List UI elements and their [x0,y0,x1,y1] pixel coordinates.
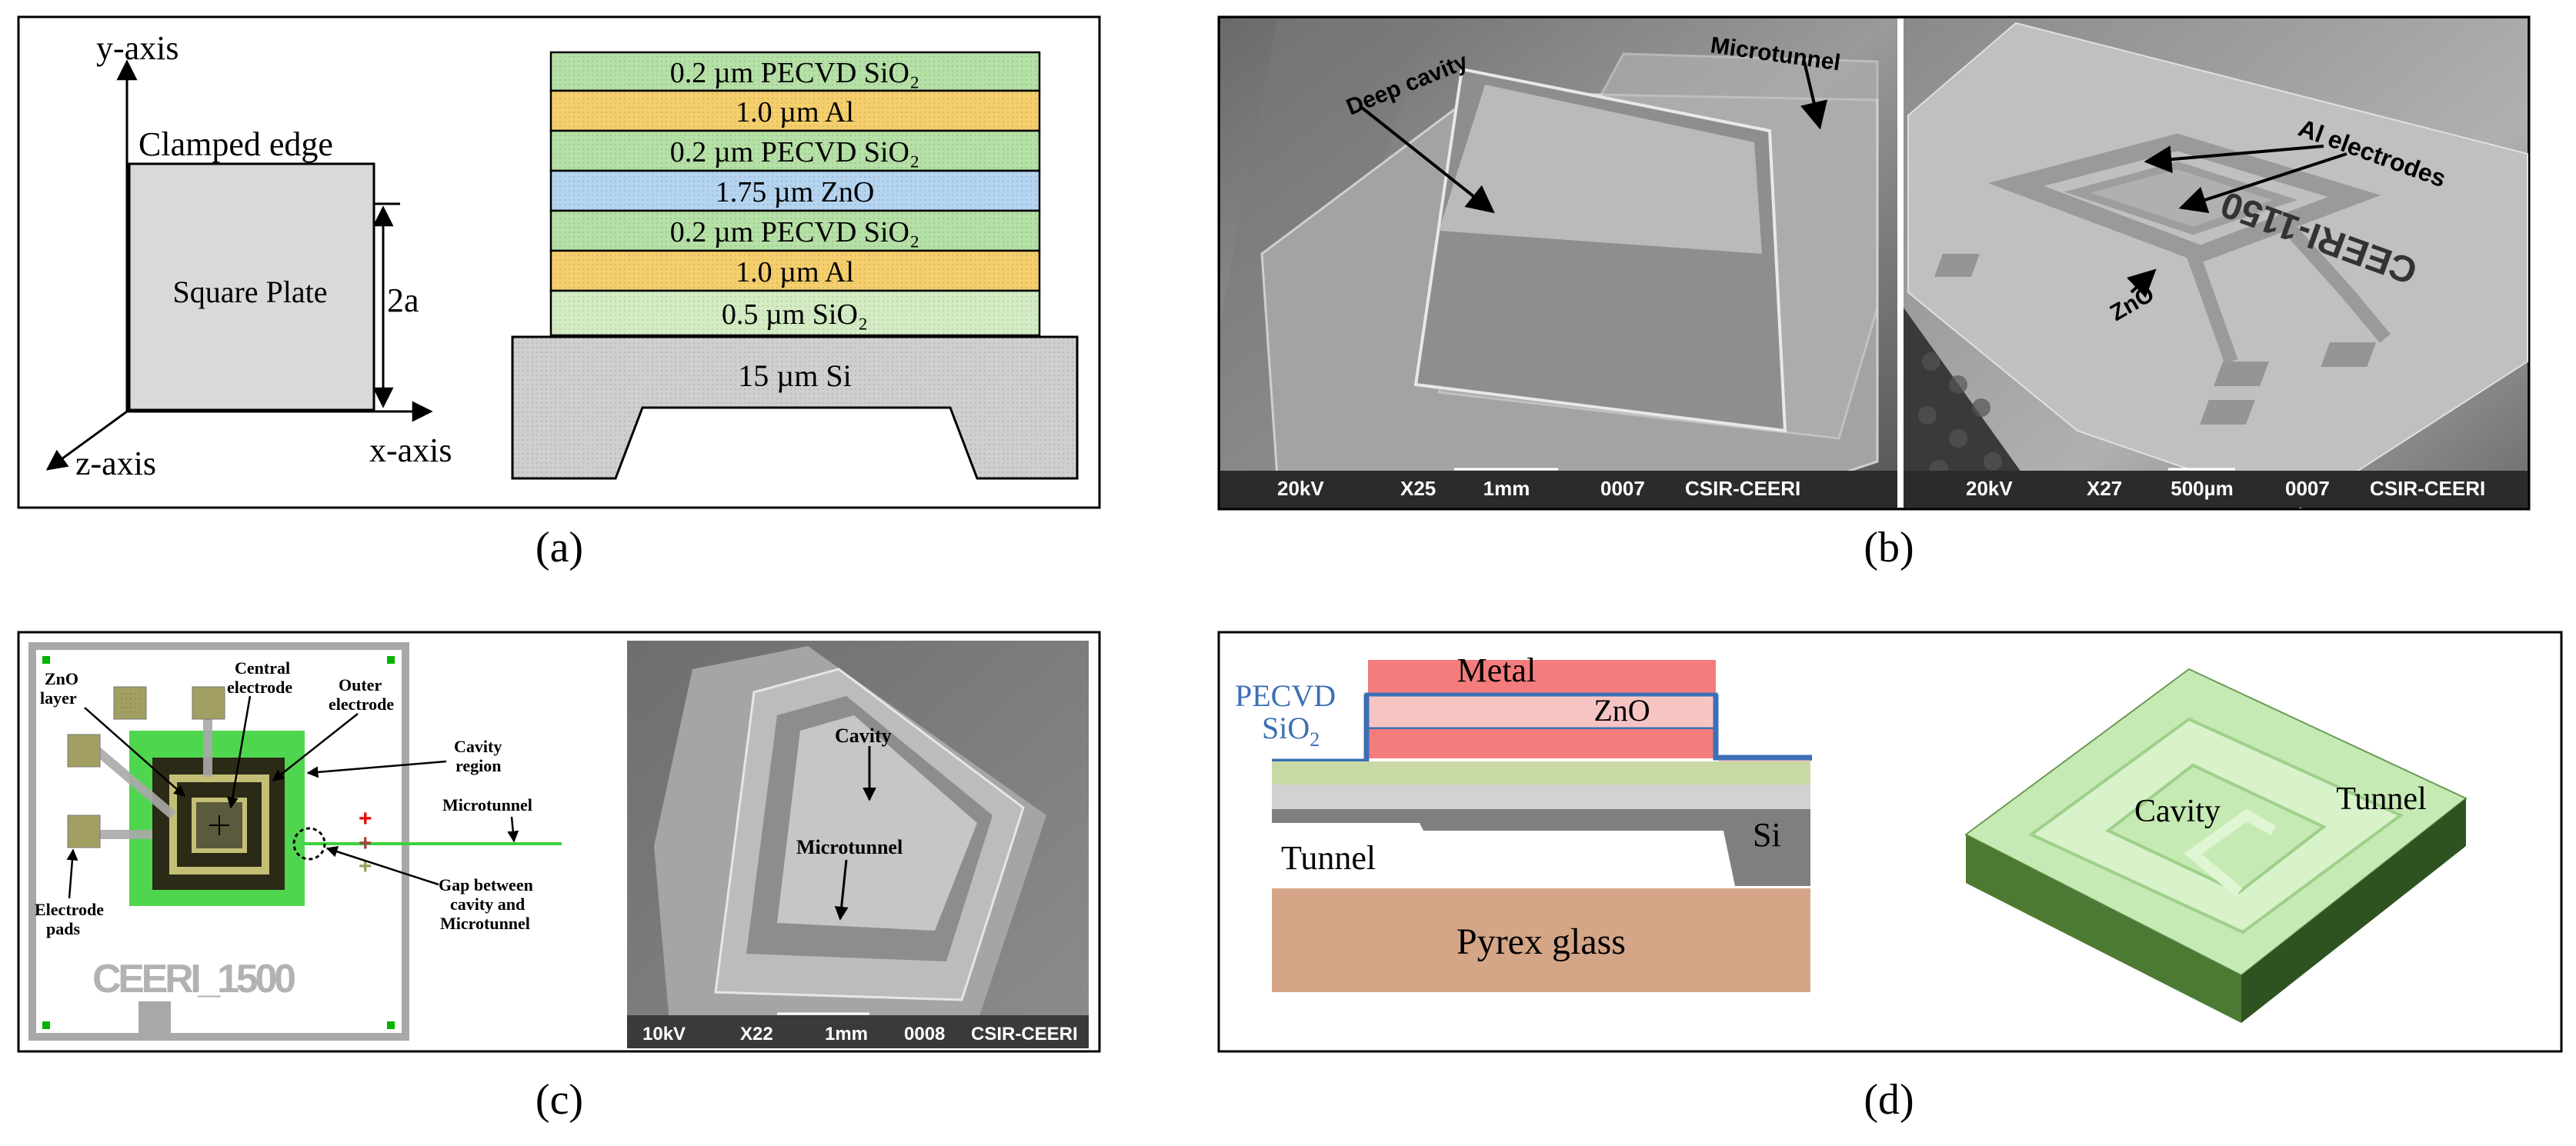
svg-text:+: + [359,806,372,831]
sem-c-id: 0008 [904,1024,945,1044]
si-substrate [1272,809,1810,886]
sem-c-microtunnel-label: Microtunnel [796,836,903,858]
gap-label-3: Microtunnel [440,914,530,933]
al-electrodes-arrow-2 [2178,152,2347,214]
svg-text:+: + [359,854,372,879]
dimension-label: 2a [387,282,419,319]
central-electrode-label-2: electrode [227,678,292,697]
microtunnel-label-c: Microtunnel [442,795,532,815]
sio2-label: SiO2 [1262,711,1320,751]
layer-5-label: 1.0 µm Al [736,256,854,288]
tunnel-3d-label: Tunnel [2336,781,2427,817]
layer-2: 0.2 µm PECVD SiO₂ [549,129,1041,172]
x-axis-label: x-axis [369,431,452,469]
electrode-pads-label-2: pads [46,919,80,938]
zno-layer-label-1: ZnO [45,669,78,688]
panel-c: + + + CEERI_1500 ZnO layer Central elect… [17,631,1101,1124]
panel-c-label: (c) [536,1076,583,1124]
sem-left-mag: X25 [1400,477,1436,500]
sem-c-org: CSIR-CEERI [971,1024,1078,1044]
microtunnel-arrow [1800,61,1828,130]
layer-5: 1.0 µm Al [549,249,1041,292]
pyrex-glass [1272,888,1810,992]
deep-cavity-arrow [1360,106,1495,214]
electrode-pads-label-1: Electrode [35,900,104,919]
outer-electrode-label-1: Outer [339,675,382,695]
iso-block: Cavity Tunnel [1964,668,2468,1023]
layer-stack: 0.2 µm PECVD SiO₂ 1.0 µm Al 0.2 µm PECVD… [511,51,1079,480]
panel-b: Deep cavity Microtunnel 20kV X25 1mm 000… [1217,15,2531,571]
chip-layout: + + + CEERI_1500 [28,642,562,1041]
metal-top-layer [1368,660,1716,695]
square-plate [128,162,375,411]
panel-b-label: (b) [1864,524,1914,571]
layer-4-label: 0.2 µm PECVD SiO₂ [670,216,919,248]
cavity-3d-label: Cavity [2134,794,2221,829]
cross-section: Metal ZnO PECVD SiO2 Tunnel Si Pyrex gla… [1235,651,1812,992]
sem-left-scale: 1mm [1483,477,1530,500]
sem-c-scale: 1mm [825,1024,868,1044]
cavity-region-label-1: Cavity [454,737,502,756]
substrate-si: 15 µm Si [511,335,1079,480]
panel-a: y-axis x-axis z-axis Clamped edge Square… [17,15,1101,571]
layer-1: 1.0 µm Al [549,89,1041,132]
layer-6: 0.5 µm SiO₂ [549,289,1041,337]
sem-right-mag: X27 [2087,477,2122,500]
layer-0-label: 0.2 µm PECVD SiO₂ [670,57,919,89]
sem-left-org: CSIR-CEERI [1685,477,1800,500]
chip-id-c: CEERI_1500 [92,957,296,1001]
tunnel-label-d: Tunnel [1281,839,1376,877]
si-label: Si [1753,816,1781,854]
zno-layer [1364,692,1718,731]
sem-c-voltage: 10kV [642,1024,686,1044]
gap-label-2: cavity and [450,894,525,914]
zno-layer-label-2: layer [40,688,77,708]
cavity-region-label-2: region [455,756,501,775]
layer-4: 0.2 µm PECVD SiO₂ [549,209,1041,252]
layer-6-label: 0.5 µm SiO₂ [722,298,868,331]
layer-3: 1.75 µm ZnO [549,169,1041,212]
clamped-edge-label: Clamped edge [138,125,333,163]
sem-c-cavity-label: Cavity [835,725,892,747]
substrate-label: 15 µm Si [738,358,852,393]
y-axis-label: y-axis [96,29,179,67]
sem-image-left: Deep cavity Microtunnel 20kV X25 1mm 000… [1220,18,1897,508]
sem-image-right: Al electrodes ZnO CEERI-1150 20kV X27 50… [1904,18,2528,509]
sem-image-c: Cavity Microtunnel 10kV X22 1mm 0008 CSI… [627,641,1089,1048]
sem-right-id: 0007 [2285,477,2330,500]
sem-left-id: 0007 [1600,477,1645,500]
gap-label-1: Gap between [439,875,533,894]
square-plate-label: Square Plate [172,275,327,309]
panel-d-label: (d) [1864,1076,1914,1124]
central-electrode-label-1: Central [235,658,290,678]
sem-left-voltage: 20kV [1277,477,1324,500]
zno-label-d: ZnO [1593,693,1650,728]
layer-2-label: 0.2 µm PECVD SiO₂ [670,136,919,168]
outer-electrode-label-2: electrode [329,695,394,714]
layer-0: 0.2 µm PECVD SiO₂ [549,51,1041,92]
sem-right-org: CSIR-CEERI [2370,477,2485,500]
pyrex-label: Pyrex glass [1457,921,1626,962]
sem-right-voltage: 20kV [1966,477,2013,500]
z-axis-arrow [45,410,128,471]
al-electrodes-arrow-1 [2144,145,2324,174]
metal-label: Metal [1457,651,1537,689]
pecvd-label: PECVD [1235,678,1336,713]
zno-arrow-b [2127,268,2157,298]
panel-a-label: (a) [536,524,583,571]
metal-bottom-layer [1366,729,1716,758]
sem-right-scale: 500µm [2171,477,2233,500]
sem-c-mag: X22 [740,1024,773,1044]
svg-text:+: + [359,831,372,856]
z-axis-label: z-axis [75,445,156,482]
layer-1-label: 1.0 µm Al [736,96,854,128]
gap-marker [292,827,326,861]
layer-3-label: 1.75 µm ZnO [716,176,875,208]
panel-d: Metal ZnO PECVD SiO2 Tunnel Si Pyrex gla… [1217,631,2563,1124]
